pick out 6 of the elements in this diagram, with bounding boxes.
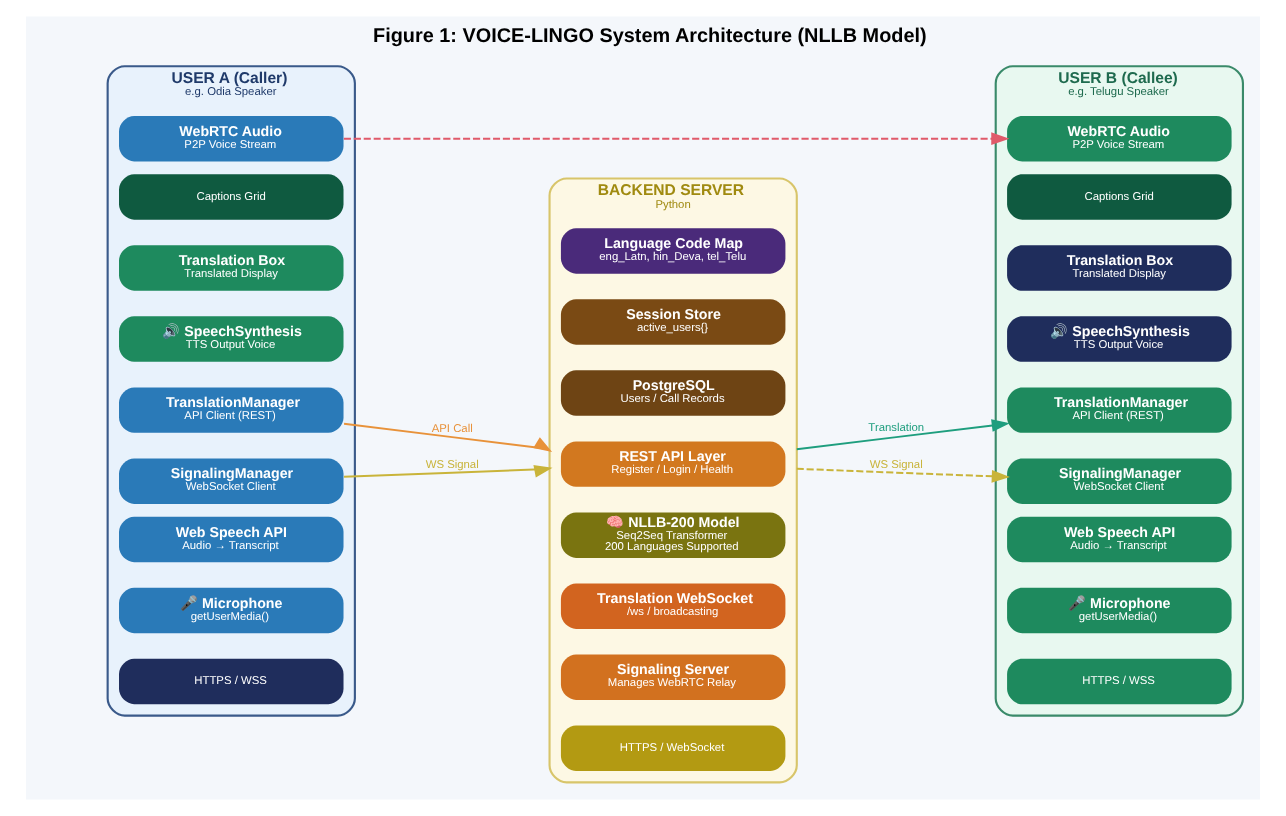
arrow [343,465,553,478]
arrow [342,132,1010,146]
arrow [795,467,1010,483]
diagram-title: Figure 1: VOICE-LINGO System Architecture (NLLB Model) [373,26,927,49]
arrow [795,419,1010,451]
arrow [343,422,553,453]
